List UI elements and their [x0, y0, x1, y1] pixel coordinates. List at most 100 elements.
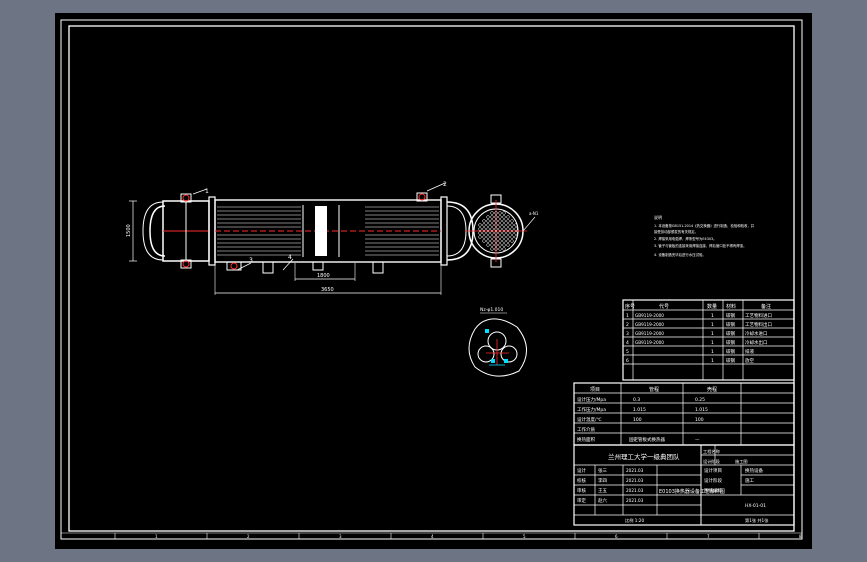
tube-hole — [498, 231, 502, 235]
exchanger-front-view — [129, 182, 474, 295]
design-merged-note: 固定管板式换热器 — [629, 436, 665, 443]
parts-cell-material: 碳钢 — [726, 330, 735, 337]
parts-cell-material: 碳钢 — [726, 348, 735, 355]
tube-hole — [486, 231, 490, 235]
exchanger-side-view — [465, 194, 536, 268]
tube-hole — [490, 215, 494, 219]
notes-line-1: 1. 本设备按GB151-2014《热交换器》进行制造、检验和验收，并 — [654, 223, 755, 228]
role-name: 赵六 — [598, 497, 607, 504]
tube-hole — [514, 235, 518, 239]
tube-hole — [498, 219, 502, 223]
tube-hole — [482, 227, 486, 231]
technical-notes: 说明 1. 本设备按GB151-2014《热交换器》进行制造、检验和验收，并 接… — [654, 214, 755, 257]
parts-cell-qty: 1 — [711, 331, 714, 337]
callout-2: 2 — [443, 181, 447, 188]
design-cell-tube: 100 — [633, 417, 642, 423]
tube-hole — [502, 239, 506, 243]
role-name: 王五 — [598, 488, 607, 494]
tube-hole — [490, 223, 494, 227]
nozzle-label: a-N1 — [529, 211, 539, 216]
tube-hole — [482, 223, 486, 227]
right-value-2: 施工 — [745, 477, 754, 484]
tube-hole — [514, 231, 518, 235]
design-cell-tube: — — [633, 438, 638, 443]
parts-header-code: 代号 — [659, 303, 669, 310]
tube-hole — [506, 243, 510, 247]
tube-hole — [510, 219, 514, 223]
notes-line-4: 3. 管子与管板的连接采用焊接连接，焊后管口处不得有焊渣。 — [654, 243, 746, 248]
parts-cell-no: 2 — [626, 322, 629, 328]
role-date: 2021.03 — [626, 488, 644, 493]
parts-cell-remark: 冷却水出口 — [745, 339, 768, 346]
tube-hole — [482, 235, 486, 239]
parts-cell-code: GB9119-2000 — [635, 313, 664, 318]
tube-hole — [482, 231, 486, 235]
parts-cell-code: GB9119-2000 — [635, 322, 664, 327]
design-stage-value: 施工图 — [735, 458, 748, 465]
parts-table — [622, 299, 795, 381]
tube-hole — [498, 239, 502, 243]
border-tick-label: 8 — [799, 534, 802, 539]
design-header-tube: 管程 — [649, 386, 659, 393]
sheet-info: 第1张 共1张 — [745, 517, 769, 524]
tube-hole — [510, 223, 514, 227]
parts-cell-qty: 1 — [711, 340, 714, 346]
tube-hole — [494, 215, 498, 219]
tube-hole — [482, 219, 486, 223]
design-cell-tube: 0.3 — [633, 397, 640, 403]
tube-hole — [502, 231, 506, 235]
tube-hole — [506, 215, 510, 219]
parts-cell-code: GB9119-2000 — [635, 331, 664, 336]
drawing-name: E0103换热器设备工艺条件图 — [659, 488, 725, 495]
tube-hole — [494, 223, 498, 227]
tube-hole — [486, 235, 490, 239]
tube-hole — [478, 227, 482, 231]
tube-hole — [494, 243, 498, 247]
tube-hole — [502, 219, 506, 223]
role-date: 2021.03 — [626, 468, 644, 473]
tube-hole — [502, 243, 506, 247]
design-header-shell: 壳程 — [707, 386, 717, 393]
tube-hole — [498, 247, 502, 251]
callout-3: 3 — [249, 257, 253, 264]
right-label-3: 图纸编号 — [704, 487, 722, 494]
border-tick-label: 4 — [431, 534, 434, 539]
tube-hole — [506, 239, 510, 243]
callout-1: 1 — [205, 188, 209, 195]
tube-hole — [506, 227, 510, 231]
tube-hole — [502, 215, 506, 219]
notes-line-5: 4. 设备制造完毕后进行水压试验。 — [654, 252, 706, 257]
parts-cell-qty: 1 — [711, 358, 714, 364]
tube-hole — [478, 223, 482, 227]
tube-hole — [486, 223, 490, 227]
notes-line-2: 接受劳动部颁发的有关规定。 — [654, 229, 698, 234]
orientation-detail — [468, 312, 527, 377]
notes-line-3: 2. 焊接采用电弧焊，焊条型号为E4303。 — [654, 236, 717, 241]
left-head — [149, 205, 166, 257]
tube-hole — [498, 223, 502, 227]
tube-hole — [514, 227, 518, 231]
border-tick-label: 2 — [247, 534, 250, 539]
design-header-item: 项目 — [590, 387, 600, 393]
parts-cell-material: 碳钢 — [726, 321, 735, 328]
tube-hole — [482, 239, 486, 243]
parts-cell-no: 4 — [626, 340, 629, 346]
design-cell-shell: 100 — [695, 417, 704, 423]
role-date: 2021.03 — [626, 478, 644, 483]
tube-hole — [494, 219, 498, 223]
border-tick-label: 6 — [615, 534, 618, 539]
tube-hole — [498, 227, 502, 231]
design-cell-item: 换热面积 — [577, 436, 595, 443]
right-label-1: 设计项目 — [704, 467, 722, 474]
parts-header-remark: 备注 — [761, 303, 771, 310]
parts-cell-material: 碳钢 — [726, 357, 735, 364]
tube-hole — [490, 219, 494, 223]
tube-hole — [494, 247, 498, 251]
tube-hole — [494, 227, 498, 231]
sheet-outer-border — [60, 19, 803, 540]
tube-hole — [502, 211, 506, 215]
tube-hole — [506, 235, 510, 239]
tube-hole — [490, 243, 494, 247]
